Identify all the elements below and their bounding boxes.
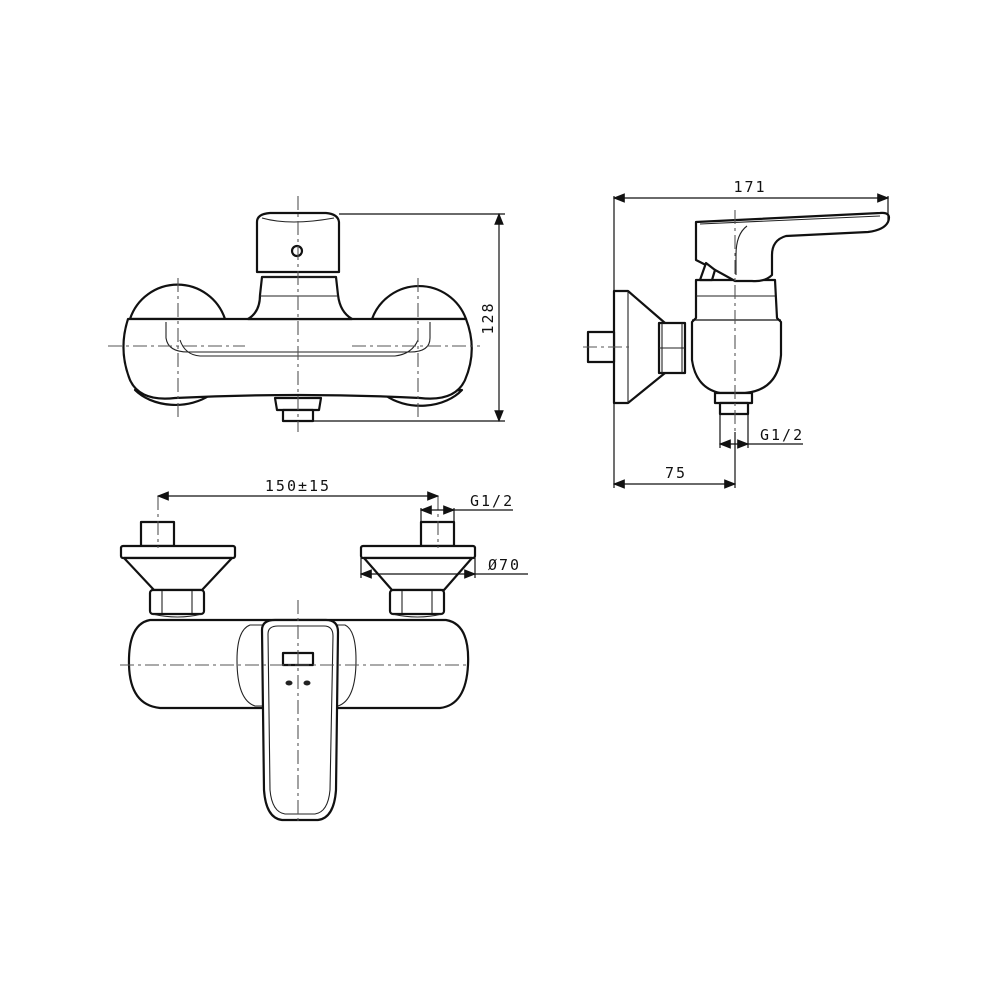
- side-body: [690, 278, 783, 395]
- front-view: 128: [108, 196, 505, 432]
- flange-diameter-dimension: Ø70: [488, 556, 521, 574]
- inlet-thread-dimension: G1/2: [470, 492, 514, 510]
- lever-cap: [255, 211, 341, 274]
- side-outlet: [718, 401, 750, 416]
- lever-handle: [694, 211, 891, 283]
- right-inlet-assembly: [359, 520, 477, 618]
- side-view: 171 G1/2 75: [583, 178, 891, 489]
- left-inlet-assembly: [119, 520, 237, 618]
- inlet-spacing-dimension: 150±15: [265, 477, 331, 495]
- lever-dot-left: [285, 680, 293, 686]
- outlet-thread-dimension: G1/2: [760, 426, 804, 444]
- indicator-hole: [290, 244, 304, 258]
- lever-dot-right: [303, 680, 311, 686]
- top-view: 150±15 G1/2 Ø70: [119, 477, 528, 825]
- outlet-offset-dimension: 75: [665, 464, 687, 482]
- cartridge-neck: [246, 275, 354, 321]
- top-lever: [260, 618, 340, 822]
- height-dimension: 128: [479, 301, 497, 334]
- depth-dimension: 171: [733, 178, 766, 196]
